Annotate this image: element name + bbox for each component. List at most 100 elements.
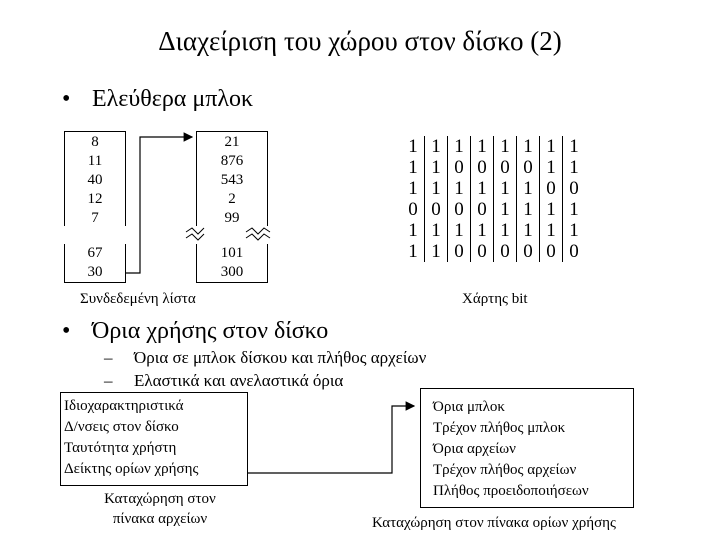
bitmap-cell: 1 [539, 157, 563, 178]
block-a-tail: 67 30 [65, 244, 125, 282]
linked-list-block-b: 21 876 543 2 99 101 300 [196, 131, 268, 283]
bitmap-cell: 0 [470, 157, 494, 178]
bitmap-cell: 0 [408, 199, 418, 220]
break-mark-icon [245, 233, 271, 241]
bitmap-cell: 1 [493, 220, 517, 241]
block-b-value: 543 [220, 172, 244, 188]
bitmap-cell: 1 [562, 220, 585, 241]
block-a-values: 8 11 40 12 7 [65, 132, 125, 228]
block-b-value: 2 [228, 191, 236, 207]
bitmap-cell: 1 [408, 241, 418, 262]
bitmap-cell: 0 [424, 199, 448, 220]
bitmap-cell: 1 [539, 199, 563, 220]
block-b-values: 21 876 543 2 99 [197, 132, 267, 228]
bitmap-cell: 1 [424, 136, 448, 157]
block-b-value: 300 [220, 264, 244, 280]
bitmap-cell: 1 [539, 220, 563, 241]
bitmap-cell: 0 [493, 241, 517, 262]
bitmap-cell: 1 [447, 136, 471, 157]
bitmap-cell: 1 [516, 199, 540, 220]
break-mark-icon [185, 227, 205, 235]
bitmap-cell: 0 [447, 157, 471, 178]
block-a-value: 67 [87, 245, 103, 261]
bitmap-cell: 1 [539, 136, 563, 157]
bitmap-cell: 1 [493, 178, 517, 199]
break-mark-icon [185, 233, 205, 241]
block-b-break-gap [196, 226, 268, 244]
sub-bullet-2: – Ελαστικά και ανελαστικά όρια [104, 371, 343, 391]
sub-bullet-2-label: Ελαστικά και ανελαστικά όρια [134, 371, 344, 390]
file-table-caption-line: πίνακα αρχείων [112, 511, 208, 527]
bitmap-cell: 1 [447, 220, 471, 241]
bitmap-cell: 0 [562, 178, 585, 199]
quota-entry-caption: Καταχώρηση στον πίνακα ορίων χρήσης [372, 515, 616, 531]
sub-bullet-1: – Όρια σε μπλοκ δίσκου και πλήθος αρχείων [104, 348, 426, 368]
bitmap-cell: 0 [516, 241, 540, 262]
bullet-quotas: • Όρια χρήσης στον δίσκο [62, 318, 328, 345]
bitmap-cell: 1 [516, 178, 540, 199]
bullet-dot: • [62, 318, 71, 344]
bitmap-cell: 0 [516, 157, 540, 178]
bitmap-caption: Χάρτης bit [462, 291, 528, 307]
bitmap-cell: 1 [562, 136, 585, 157]
quota-entry-box: Όρια μπλοκ Τρέχον πλήθος μπλοκ Όρια αρχε… [420, 388, 634, 508]
bitmap-cell: 1 [493, 136, 517, 157]
bitmap-cell: 0 [470, 241, 494, 262]
file-table-caption: Καταχώρηση στον πίνακα αρχείων [60, 489, 260, 529]
bitmap-cell: 1 [424, 241, 448, 262]
bitmap-cell: 1 [424, 178, 448, 199]
linked-list-block-a: 8 11 40 12 7 67 30 [64, 131, 126, 283]
dash: – [104, 348, 113, 367]
sub-bullet-1-label: Όρια σε μπλοκ δίσκου και πλήθος αρχείων [134, 348, 427, 367]
block-b-tail: 101 300 [197, 244, 267, 282]
bitmap-cell: 1 [408, 157, 418, 178]
block-a-value: 7 [91, 210, 99, 226]
bitmap-cell: 1 [424, 157, 448, 178]
block-a-value: 11 [87, 153, 103, 169]
break-mark-icon [245, 227, 271, 235]
bullet-dot: • [62, 86, 71, 112]
block-a-value: 40 [87, 172, 103, 188]
bitmap-cell: 1 [408, 136, 418, 157]
bitmap-cell: 1 [516, 220, 540, 241]
bitmap-cell: 1 [424, 220, 448, 241]
block-b-value: 99 [224, 210, 240, 226]
quota-entry-field: Όρια αρχείων [433, 441, 516, 457]
bitmap-cell: 1 [470, 136, 494, 157]
file-entry-field: Ταυτότητα χρήστη [64, 440, 177, 456]
file-table-entry-box: Ιδιοχαρακτηριστικά Δ/νσεις στον δίσκο Τα… [60, 392, 248, 486]
bitmap-cell: 0 [562, 241, 585, 262]
bitmap-cell: 1 [470, 220, 494, 241]
quota-entry-field: Πλήθος προειδοποιήσεων [433, 483, 589, 499]
bullet-free-blocks: • Ελεύθερα μπλοκ [62, 86, 253, 113]
page-title: Διαχείριση του χώρου στον δίσκο (2) [158, 26, 562, 56]
file-entry-field: Δ/νσεις στον δίσκο [64, 419, 179, 435]
bitmap-cell: 1 [447, 178, 471, 199]
bitmap-cell: 0 [493, 157, 517, 178]
block-b-value: 101 [220, 245, 244, 261]
bitmap-cell: 0 [447, 199, 471, 220]
bitmap-cell: 1 [562, 157, 585, 178]
bitmap-cell: 1 [562, 199, 585, 220]
link-pointer-arrow [126, 132, 194, 274]
bitmap-cell: 0 [470, 199, 494, 220]
bullet-free-blocks-label: Ελεύθερα μπλοκ [92, 86, 254, 112]
bullet-quotas-label: Όρια χρήσης στον δίσκο [92, 318, 329, 344]
block-a-break-gap [64, 226, 126, 244]
file-entry-field: Δείκτης ορίων χρήσης [64, 461, 199, 477]
bitmap-cell: 0 [447, 241, 471, 262]
bitmap-cell: 1 [470, 178, 494, 199]
block-b-value: 21 [224, 134, 240, 150]
block-a-value: 30 [87, 264, 103, 280]
block-a-value: 8 [91, 134, 99, 150]
quota-pointer-arrow [248, 401, 416, 474]
dash: – [104, 371, 113, 390]
